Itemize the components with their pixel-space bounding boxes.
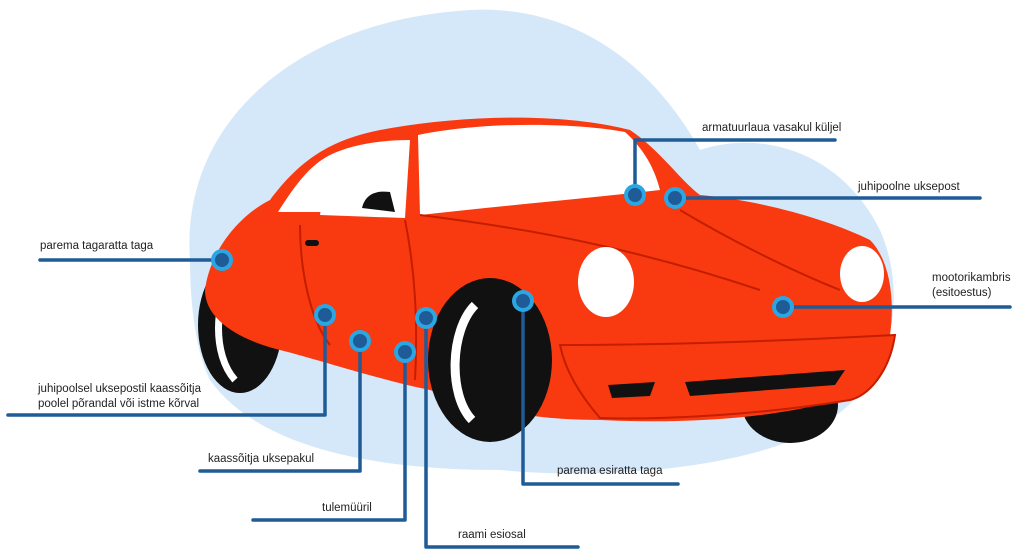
- callout-dot-uksepakul: [349, 330, 371, 352]
- callout-dot-mootor: [772, 296, 794, 318]
- car-illustration: [198, 117, 897, 443]
- callout-dot-esiratas: [512, 290, 534, 312]
- callout-dot-tagaratas: [211, 249, 233, 271]
- callout-dot-uksepost: [314, 304, 336, 326]
- label-armatuurlaua: armatuurlaua vasakul küljel: [702, 122, 841, 134]
- label-tagaratas: parema tagaratta taga: [40, 240, 154, 252]
- label-esiratas: parema esiratta taga: [557, 465, 663, 477]
- label-mootor-line2: (esitoestus): [932, 287, 992, 299]
- callout-dot-tulemuur: [394, 341, 416, 363]
- label-tulemuur: tulemüüril: [322, 502, 372, 514]
- label-uksepost-line1: juhipoolsel uksepostil kaassõitja: [37, 383, 202, 395]
- label-uksepost-line2: poolel põrandal või istme kõrval: [38, 398, 199, 410]
- label-juhipoolne: juhipoolne uksepost: [857, 181, 960, 193]
- callout-dot-juhipoolne: [664, 187, 686, 209]
- callout-dot-armatuurlaua: [624, 184, 646, 206]
- label-raam: raami esiosal: [458, 529, 526, 541]
- label-mootor-line1: mootorikambris: [932, 272, 1011, 284]
- label-uksepakul: kaassõitja uksepakul: [208, 453, 314, 465]
- callout-dot-raam: [415, 307, 437, 329]
- callout-lines: [6, 138, 1012, 549]
